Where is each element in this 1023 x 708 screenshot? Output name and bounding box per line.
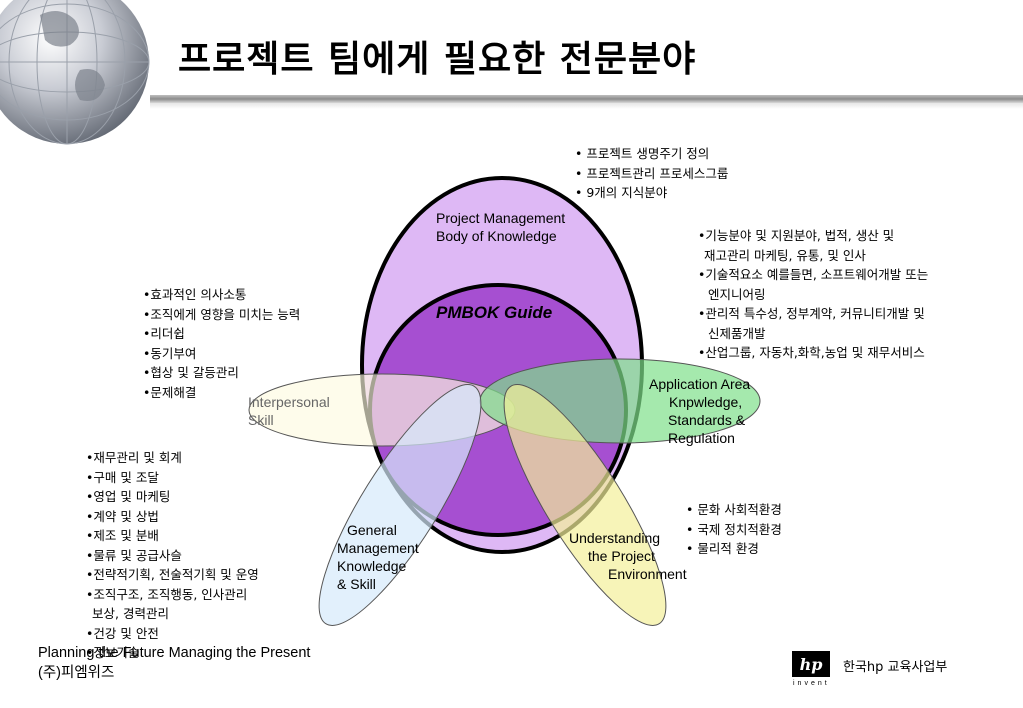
list-item: 재고관리 마케팅, 유통, 및 인사	[704, 247, 866, 263]
list-item: •구매 및 조달	[86, 469, 159, 485]
list-item: •물류 및 공급사슬	[86, 547, 182, 563]
list-item: •정보기술	[86, 645, 140, 660]
list-item: •효과적인 의사소통	[143, 287, 247, 302]
title-underline-shadow	[150, 103, 1023, 109]
hp-invent-text: invent	[793, 680, 830, 687]
interpersonal-notes-list: •효과적인 의사소통 •조직에게 영향을 미치는 능력 •리더쉽 •동기부여 •…	[143, 285, 300, 402]
list-item: •재무관리 및 회계	[86, 450, 182, 465]
environment-notes-list: • 문화 사회적환경 • 국제 정치적환경 • 물리적 환경	[686, 500, 782, 559]
footer-slogan: Planning the Future Managing the Present…	[38, 645, 311, 681]
application-label: Application Area Knpwledge, Standards & …	[649, 376, 751, 446]
list-item: 엔지니어링	[708, 286, 766, 302]
list-item: •전략적기획, 전술적기획 및 운영	[86, 567, 259, 582]
list-item: •협상 및 갈등관리	[143, 365, 239, 380]
svg-text:hp: hp	[800, 655, 823, 674]
general-ellipse	[318, 384, 482, 626]
title-underline-bar	[150, 95, 1023, 103]
list-item: •동기부여	[143, 345, 197, 361]
list-item: •제조 및 분배	[86, 528, 159, 543]
general-notes-list: •재무관리 및 회계 •구매 및 조달 •영업 및 마케팅 •계약 및 상법 •…	[86, 448, 259, 663]
pm-notes-list: • 프로젝트 생명주기 정의 • 프로젝트관리 프로세스그룹 • 9개의 지식분…	[575, 144, 728, 203]
environment-ellipse	[503, 384, 667, 626]
list-item: •산업그룹, 자동차,화학,농업 및 재무서비스	[698, 345, 925, 360]
list-item: •건강 및 안전	[86, 625, 159, 641]
general-label: General Management Knowledge & Skill	[337, 522, 419, 592]
list-item: • 물리적 환경	[686, 541, 759, 556]
page-title: 프로젝트 팀에게 필요한 전문분야	[178, 39, 697, 80]
list-item: • 프로젝트 생명주기 정의	[575, 146, 710, 161]
list-item: •계약 및 상법	[86, 508, 159, 524]
application-notes-list: •기능분야 및 지원분야, 법적, 생산 및 재고관리 마케팅, 유통, 및 인…	[698, 226, 928, 363]
list-item: •조직에게 영향을 미치는 능력	[143, 306, 301, 322]
list-item: • 9개의 지식분야	[575, 185, 668, 200]
list-item: •기능분야 및 지원분야, 법적, 생산 및	[698, 228, 895, 243]
hp-logo-icon: hp	[792, 651, 830, 677]
globe-icon	[0, 0, 150, 145]
list-item: • 프로젝트관리 프로세스그룹	[575, 165, 729, 181]
list-item: • 문화 사회적환경	[686, 502, 782, 517]
list-item: •리더쉽	[143, 326, 185, 341]
list-item: •문제해결	[143, 384, 197, 400]
brand-text: 한국hp 교육사업부	[843, 660, 948, 675]
list-item: •관리적 특수성, 정부계약, 커뮤니티개발 및	[698, 306, 925, 321]
pm-body-label: Project Management Body of Knowledge	[436, 210, 566, 244]
environment-label: Understanding the Project Environment	[569, 530, 687, 582]
list-item: • 국제 정치적환경	[686, 521, 782, 537]
list-item: •영업 및 마케팅	[86, 489, 171, 504]
list-item: •조직구조, 조직행동, 인사관리	[86, 586, 248, 602]
list-item: 보상, 경력관리	[92, 606, 169, 621]
interpersonal-label: Interpersonal Skill	[248, 394, 330, 428]
list-item: •기술적요소 예를들면, 소프트웨어개발 또는	[698, 267, 929, 282]
pmbok-guide-label: PMBOK Guide	[436, 303, 553, 322]
list-item: 신제품개발	[708, 325, 766, 341]
